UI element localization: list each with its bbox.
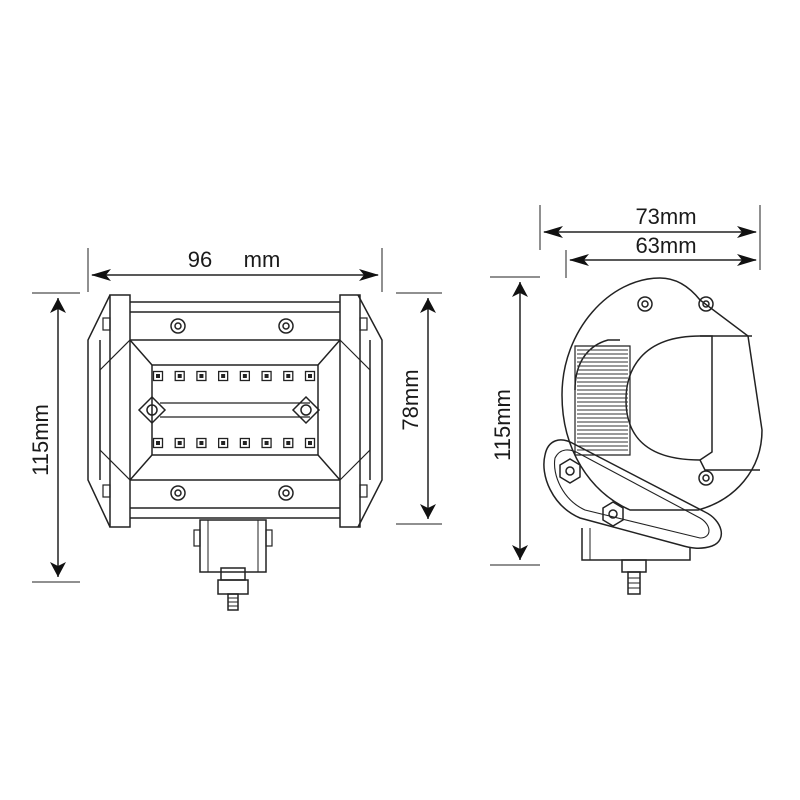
- led-chip: [283, 370, 294, 382]
- led-chip: [174, 437, 185, 449]
- side-bolt: [621, 559, 647, 595]
- side-screws: [637, 296, 714, 486]
- led-die: [199, 374, 204, 378]
- side-view: 73mm 63mm 115mm: [490, 204, 763, 595]
- led-chip: [152, 437, 164, 449]
- side-height-dimension: 115mm: [490, 276, 540, 566]
- led-die: [286, 374, 291, 378]
- led-chip: [174, 370, 185, 382]
- heat-sink-fins: [577, 349, 628, 451]
- led-die: [308, 441, 312, 445]
- led-die: [286, 441, 291, 445]
- diamond-screw-icon: [137, 395, 167, 425]
- lens-screws: [137, 395, 321, 425]
- screw-icon: [278, 318, 294, 334]
- front-height-label: 115mm: [28, 404, 53, 476]
- led-die: [156, 374, 160, 378]
- front-screws: [170, 318, 294, 501]
- led-chip: [217, 370, 229, 382]
- led-die: [177, 374, 182, 378]
- side-outer-width-label: 73mm: [635, 204, 696, 229]
- led-chip: [239, 370, 251, 382]
- led-chip: [152, 370, 164, 382]
- led-die: [156, 441, 160, 445]
- side-outer-width-dimension: 73mm: [539, 204, 761, 270]
- led-die: [221, 374, 226, 378]
- led-die: [199, 441, 204, 445]
- screw-icon: [278, 485, 294, 501]
- led-chip: [283, 437, 294, 449]
- front-inner-height-label: 78mm: [398, 369, 423, 430]
- front-width-unit: mm: [244, 247, 281, 272]
- front-width-dimension: 96 mm: [87, 247, 383, 292]
- led-chip: [304, 370, 316, 382]
- hex-nut-icon: [559, 458, 581, 484]
- led-die: [177, 441, 182, 445]
- led-die: [264, 374, 269, 378]
- screw-icon: [170, 318, 186, 334]
- led-chip: [217, 437, 229, 449]
- led-die: [264, 441, 269, 445]
- led-chip: [261, 370, 272, 382]
- front-view: 96 mm 115mm 78mm: [28, 247, 442, 611]
- screw-icon: [698, 470, 714, 486]
- led-chip: [239, 437, 251, 449]
- side-mount-bracket: [543, 439, 723, 561]
- front-width-value: 96: [188, 247, 212, 272]
- led-die: [221, 441, 226, 445]
- front-housing: [87, 294, 383, 528]
- led-chip: [196, 370, 207, 382]
- led-die: [242, 374, 247, 378]
- front-mount: [193, 519, 273, 611]
- led-die: [308, 374, 312, 378]
- led-chip: [261, 437, 272, 449]
- front-height-dimension: 115mm: [28, 292, 80, 583]
- screw-icon: [637, 296, 653, 312]
- led-chip: [304, 437, 316, 449]
- led-chip: [196, 437, 207, 449]
- led-array: [152, 370, 316, 449]
- front-inner-height-dimension: 78mm: [396, 292, 442, 525]
- screw-icon: [170, 485, 186, 501]
- side-inner-width-label: 63mm: [635, 233, 696, 258]
- diamond-screw-icon: [291, 395, 321, 425]
- bracket-nuts: [559, 458, 624, 527]
- hex-nut-icon: [602, 501, 624, 527]
- side-height-label: 115mm: [490, 389, 515, 461]
- led-die: [242, 441, 247, 445]
- side-inner-width-dimension: 63mm: [565, 233, 757, 278]
- screw-icon: [698, 296, 714, 312]
